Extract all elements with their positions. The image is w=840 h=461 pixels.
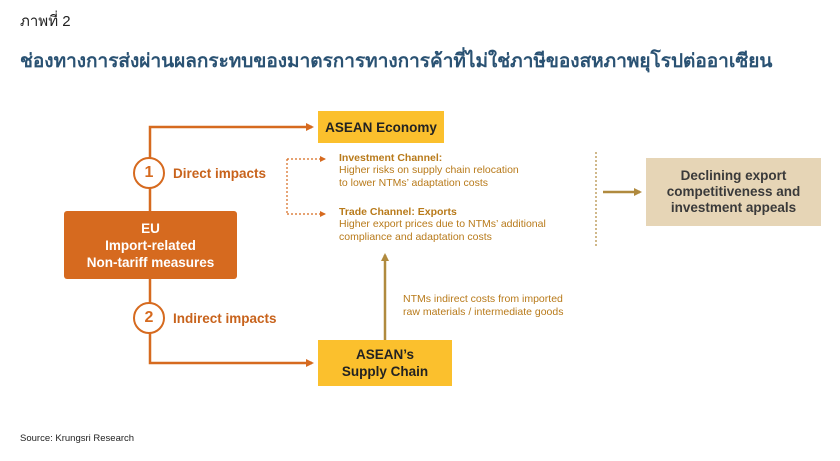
investment-channel-heading: Investment Channel: — [339, 152, 443, 164]
outcome-box: Declining export competitiveness and inv… — [646, 158, 821, 226]
trade-channel-block: Trade Channel: Exports Higher export pri… — [339, 206, 609, 244]
indirect-impacts-label: Indirect impacts — [173, 311, 277, 326]
outcome-line3: investment appeals — [670, 200, 797, 215]
ntm-indirect-cost-note: NTMs indirect costs from imported raw ma… — [403, 293, 603, 319]
investment-channel-line1: Higher risks on supply chain relocation — [339, 164, 519, 176]
outcome-line1: Declining export — [680, 168, 787, 183]
supply-chain-line2: Supply Chain — [341, 364, 429, 379]
trade-channel-heading: Trade Channel: Exports — [339, 206, 457, 218]
investment-channel-line2: to lower NTMs’ adaptation costs — [339, 177, 489, 189]
eu-ntm-box: EU Import-related Non-tariff measures — [64, 211, 237, 279]
trade-channel-line1: Higher export prices due to NTMs’ additi… — [339, 218, 546, 230]
ntm-note-line1: NTMs indirect costs from imported — [403, 293, 563, 305]
asean-economy-box: ASEAN Economy — [318, 111, 444, 143]
asean-supply-chain-box: ASEAN’s Supply Chain — [318, 340, 452, 386]
outcome-line2: competitiveness and — [666, 184, 801, 199]
source-note: Source: Krungsri Research — [20, 433, 135, 444]
supply-chain-line1: ASEAN’s — [355, 347, 414, 362]
ntm-note-line2: raw materials / intermediate goods — [403, 306, 564, 318]
figure-label: ภาพที่ 2 — [20, 13, 71, 30]
eu-box-line2: Import-related — [105, 237, 196, 253]
direct-number-badge: 1 — [133, 157, 165, 189]
diagram-title: ช่องทางการส่งผ่านผลกระทบของมาตรการทางการ… — [20, 51, 773, 72]
direct-impacts-label: Direct impacts — [173, 166, 267, 181]
investment-channel-block: Investment Channel: Higher risks on supp… — [339, 152, 609, 190]
eu-box-line3: Non-tariff measures — [86, 254, 215, 270]
trade-channel-line2: compliance and adaptation costs — [339, 231, 492, 243]
indirect-number-badge: 2 — [133, 302, 165, 334]
eu-box-line1: EU — [141, 220, 160, 236]
